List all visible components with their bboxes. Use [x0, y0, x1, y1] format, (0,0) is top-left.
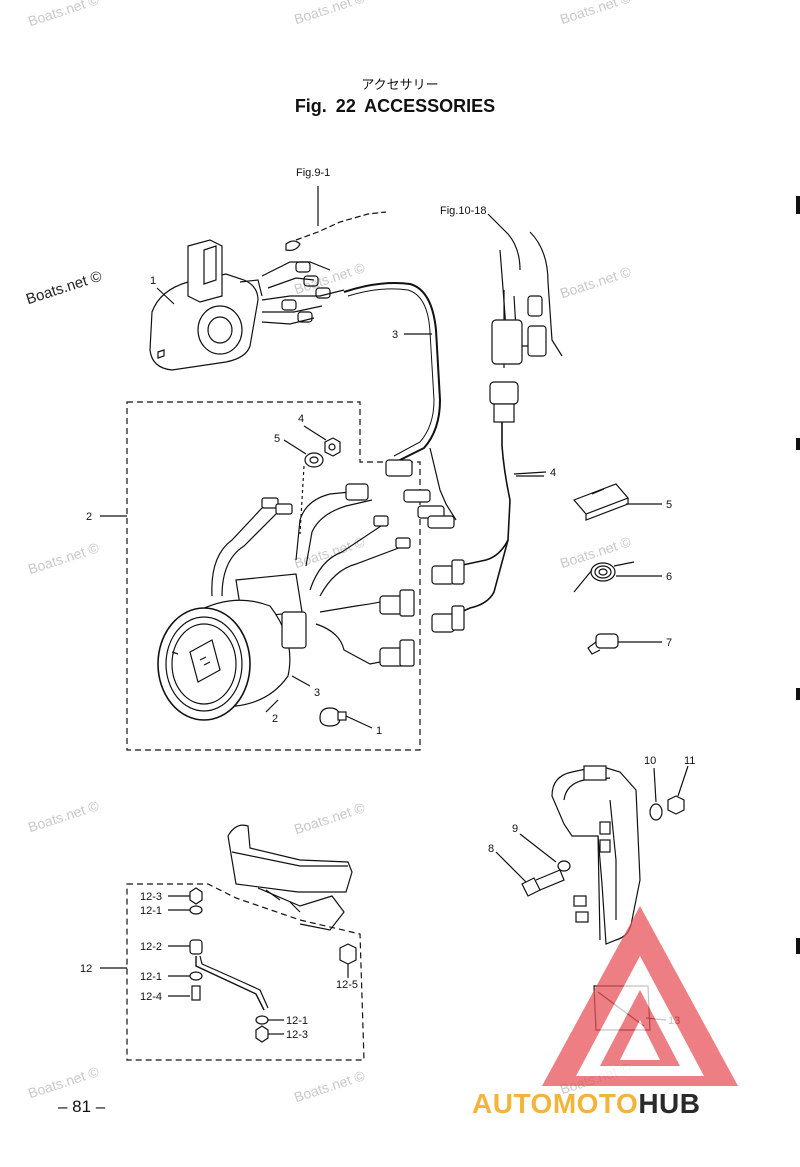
callout-12-4: 12-4: [140, 991, 162, 1003]
logo-text-automoto: AUTOMOTO: [472, 1088, 639, 1119]
callout-6: 6: [666, 571, 672, 583]
callout-3: 3: [314, 687, 320, 699]
callout-1: 1: [150, 275, 156, 287]
automotohub-logo: AUTOMOTOHUB: [472, 1088, 700, 1120]
torsion-spring: [573, 561, 635, 593]
figure-title: Fig. 22 ACCESSORIES: [294, 96, 496, 116]
callout-12-1: 12-1: [286, 1015, 308, 1027]
callout-5: 5: [274, 433, 280, 445]
grommet-plug: [587, 633, 619, 655]
callout-8: 8: [488, 843, 494, 855]
edge-mark: [796, 688, 800, 700]
callout-12-1: 12-1: [140, 971, 162, 983]
leader-fig10: [487, 213, 521, 271]
callout-12-3: 12-3: [140, 891, 162, 903]
callout-12-2: 12-2: [140, 941, 162, 953]
callout-12-1: 12-1: [140, 905, 162, 917]
callout-12: 12: [80, 963, 92, 975]
page-number: – 81 –: [58, 1097, 106, 1116]
callout-4: 4: [298, 413, 304, 425]
bracket-plate: [572, 483, 630, 521]
callout-4: 4: [550, 467, 556, 479]
callout-5: 5: [666, 499, 672, 511]
mounting-bracket: [551, 765, 641, 945]
ref-fig-9-1: Fig.9-1: [296, 167, 330, 179]
callout-11: 11: [684, 755, 695, 767]
callout-2: 2: [272, 713, 278, 725]
callout-1: 1: [376, 725, 382, 737]
remote-control-box: [149, 239, 263, 371]
edge-mark: [796, 438, 800, 450]
logo-text-hub: HUB: [638, 1088, 701, 1119]
connector-cluster: [261, 261, 345, 325]
callout-9: 9: [512, 823, 518, 835]
engine-cover-outline: [227, 824, 353, 931]
edge-mark: [796, 938, 800, 954]
callout-12-3: 12-3: [286, 1029, 308, 1041]
callout-12-5: 12-5: [336, 979, 358, 991]
edge-mark: [796, 196, 800, 214]
callout-3: 3: [392, 329, 398, 341]
ref-fig-10-18: Fig.10-18: [440, 205, 486, 217]
callout-7: 7: [666, 637, 672, 649]
japanese-title: アクセサリー: [361, 78, 439, 93]
automotohub-logo-mark: [542, 906, 738, 1086]
tachometer-gauge: [157, 573, 307, 721]
callout-2: 2: [86, 511, 92, 523]
callout-10: 10: [644, 755, 656, 767]
